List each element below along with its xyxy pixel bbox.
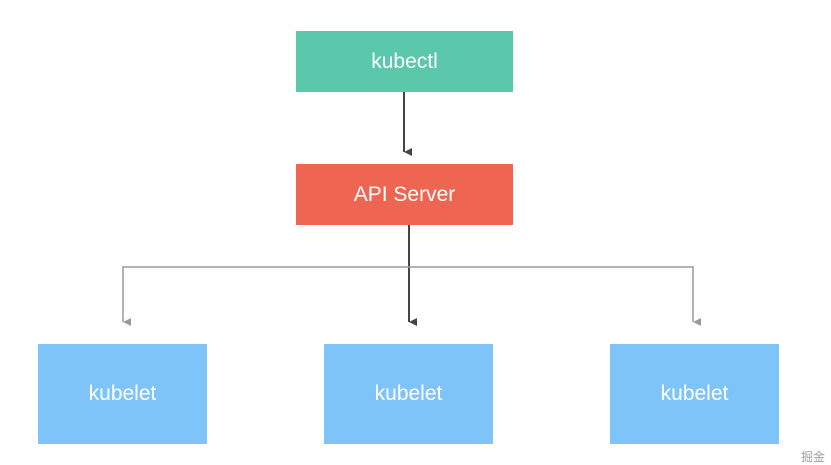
- kubelet-label: kubelet: [374, 382, 443, 405]
- kubelet-node-left: kubelet: [38, 344, 207, 444]
- watermark: 掘金: [800, 450, 825, 464]
- kubelet-label: kubelet: [660, 382, 729, 405]
- kubelet-label: kubelet: [88, 382, 157, 405]
- api-server-node: API Server: [296, 164, 513, 225]
- kubectl-node: kubectl: [296, 31, 513, 92]
- kubelet-node-center: kubelet: [324, 344, 493, 444]
- kubectl-label: kubectl: [371, 49, 438, 73]
- edge-api-server-to-kubelet-3: [409, 266, 701, 326]
- api-server-label: API Server: [353, 182, 456, 206]
- kubelet-node-right: kubelet: [610, 344, 779, 444]
- edge-api-server-to-kubelet-1: [122, 266, 409, 326]
